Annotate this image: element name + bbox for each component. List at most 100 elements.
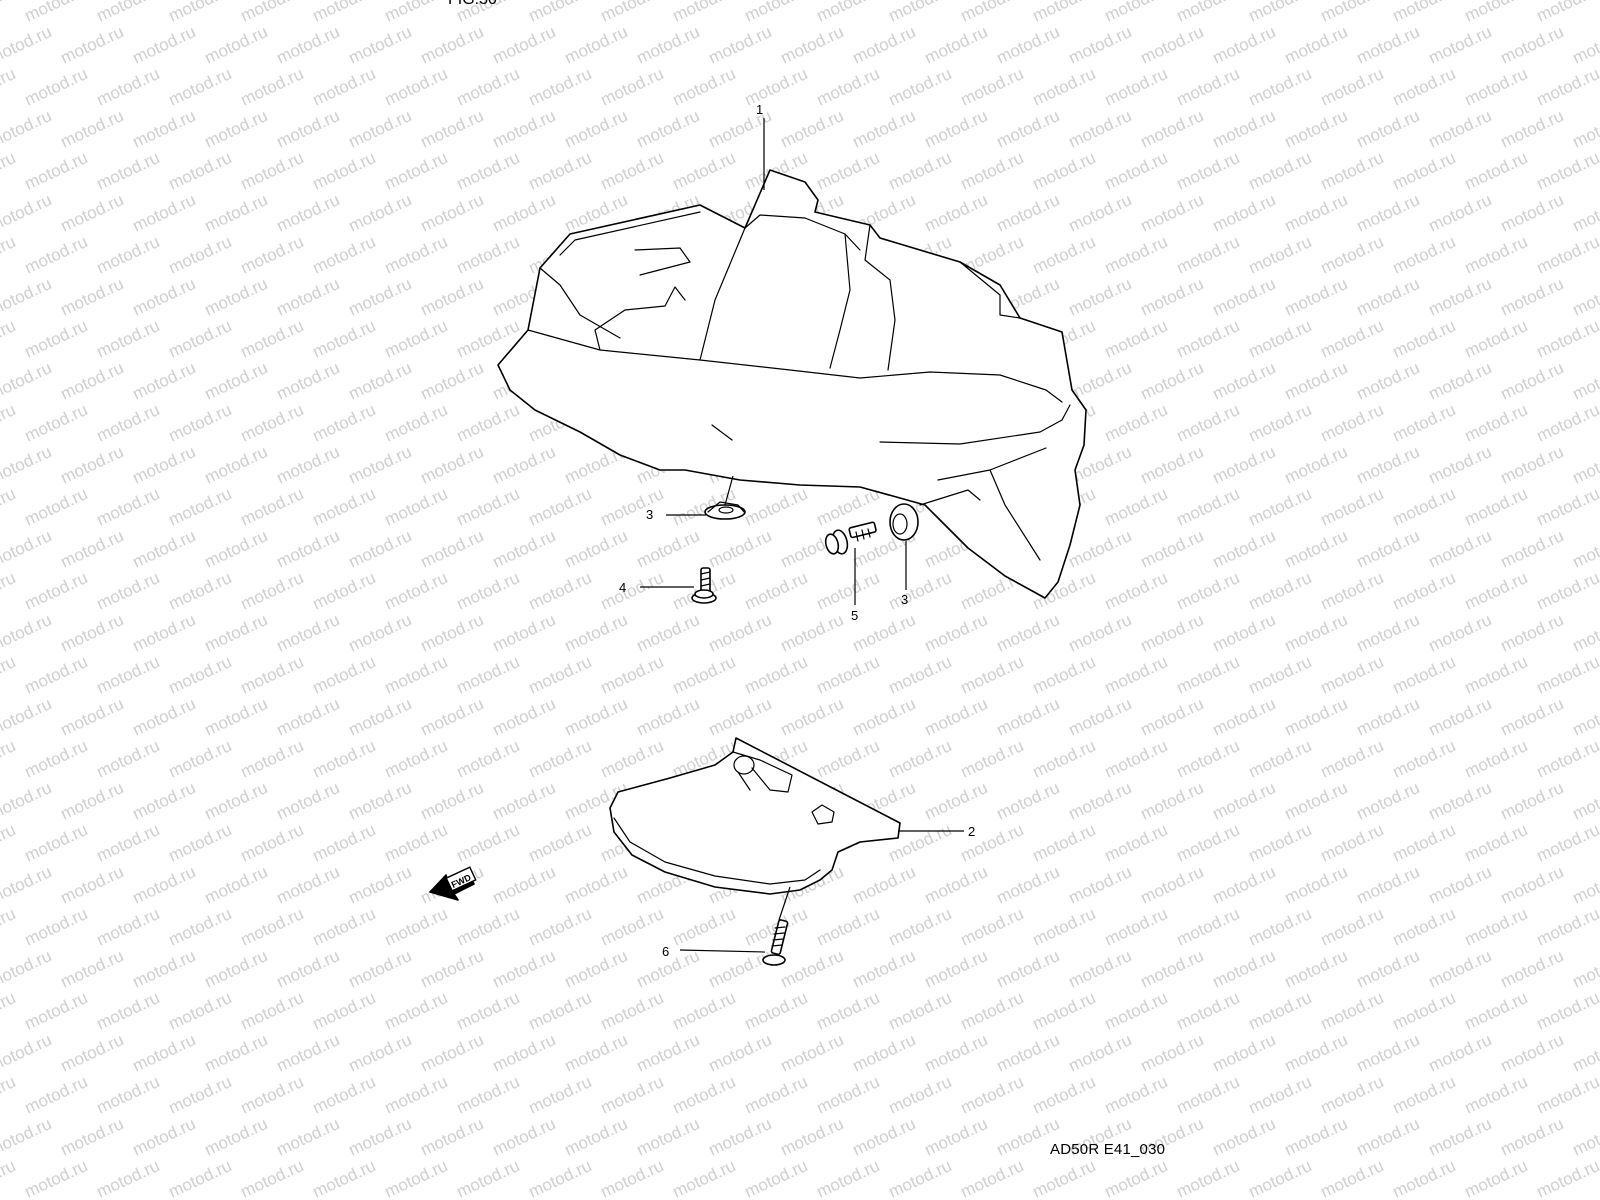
watermark-text: motod.ru: [1102, 0, 1171, 26]
watermark-text: motod.ru: [958, 1156, 1027, 1200]
watermark-text: motod.ru: [0, 106, 54, 152]
watermark-text: motod.ru: [490, 778, 559, 824]
watermark-text: motod.ru: [202, 22, 271, 68]
watermark-text: motod.ru: [778, 106, 847, 152]
watermark-text: motod.ru: [418, 190, 487, 236]
watermark-text: motod.ru: [598, 0, 667, 26]
watermark-text: motod.ru: [94, 736, 163, 782]
watermark-text: motod.ru: [310, 148, 379, 194]
watermark-text: motod.ru: [1354, 22, 1423, 68]
watermark-text: motod.ru: [1174, 232, 1243, 278]
watermark-text: motod.ru: [22, 400, 91, 446]
watermark-text: motod.ru: [1462, 1156, 1531, 1200]
watermark-text: motod.ru: [310, 316, 379, 362]
watermark-text: motod.ru: [94, 316, 163, 362]
callout-4: 4: [619, 580, 626, 595]
watermark-text: motod.ru: [1570, 1030, 1600, 1076]
watermark-text: motod.ru: [922, 1114, 991, 1160]
watermark-text: motod.ru: [742, 0, 811, 26]
watermark-text: motod.ru: [526, 1072, 595, 1118]
watermark-text: motod.ru: [454, 1156, 523, 1200]
watermark-text: motod.ru: [454, 820, 523, 866]
watermark-text: motod.ru: [994, 778, 1063, 824]
watermark-text: motod.ru: [1462, 652, 1531, 698]
watermark-text: motod.ru: [418, 1114, 487, 1160]
watermark-text: motod.ru: [958, 148, 1027, 194]
watermark-text: motod.ru: [274, 442, 343, 488]
watermark-text: motod.ru: [526, 820, 595, 866]
watermark-text: motod.ru: [22, 568, 91, 614]
watermark-text: motod.ru: [1426, 1114, 1495, 1160]
watermark-text: motod.ru: [0, 610, 54, 656]
watermark-text: motod.ru: [1426, 778, 1495, 824]
watermark-text: motod.ru: [886, 568, 955, 614]
watermark-text: motod.ru: [94, 0, 163, 26]
watermark-text: motod.ru: [346, 1114, 415, 1160]
watermark-text: motod.ru: [1426, 190, 1495, 236]
watermark-text: motod.ru: [1390, 736, 1459, 782]
watermark-text: motod.ru: [382, 652, 451, 698]
watermark-text: motod.ru: [778, 22, 847, 68]
watermark-text: motod.ru: [1282, 778, 1351, 824]
watermark-text: motod.ru: [1462, 232, 1531, 278]
watermark-text: motod.ru: [202, 106, 271, 152]
watermark-text: motod.ru: [886, 988, 955, 1034]
watermark-text: motod.ru: [1102, 652, 1171, 698]
watermark-text: motod.ru: [1066, 694, 1135, 740]
watermark-text: motod.ru: [922, 106, 991, 152]
watermark-text: motod.ru: [490, 946, 559, 992]
watermark-text: motod.ru: [202, 862, 271, 908]
watermark-text: motod.ru: [1390, 568, 1459, 614]
watermark-text: motod.ru: [238, 988, 307, 1034]
watermark-text: motod.ru: [346, 694, 415, 740]
watermark-text: motod.ru: [1174, 652, 1243, 698]
watermark-text: motod.ru: [310, 484, 379, 530]
watermark-text: motod.ru: [886, 64, 955, 110]
watermark-text: motod.ru: [1534, 820, 1600, 866]
watermark-text: motod.ru: [0, 1114, 54, 1160]
watermark-text: motod.ru: [1102, 1156, 1171, 1200]
watermark-text: motod.ru: [1354, 358, 1423, 404]
watermark-text: motod.ru: [814, 988, 883, 1034]
watermark-text: motod.ru: [418, 610, 487, 656]
watermark-text: motod.ru: [1174, 1156, 1243, 1200]
watermark-text: motod.ru: [94, 1072, 163, 1118]
watermark-text: motod.ru: [238, 232, 307, 278]
watermark-text: motod.ru: [598, 1072, 667, 1118]
watermark-text: motod.ru: [202, 946, 271, 992]
part-4-screw: [691, 567, 717, 604]
watermark-text: motod.ru: [562, 610, 631, 656]
watermark-text: motod.ru: [1570, 694, 1600, 740]
watermark-text: motod.ru: [598, 148, 667, 194]
watermark-text: motod.ru: [490, 1030, 559, 1076]
watermark-text: motod.ru: [1282, 358, 1351, 404]
watermark-text: motod.ru: [814, 1072, 883, 1118]
watermark-text: motod.ru: [166, 484, 235, 530]
watermark-text: motod.ru: [526, 148, 595, 194]
watermark-text: motod.ru: [1534, 400, 1600, 446]
watermark-text: motod.ru: [1570, 442, 1600, 488]
watermark-text: motod.ru: [58, 190, 127, 236]
watermark-text: motod.ru: [1282, 946, 1351, 992]
watermark-text: motod.ru: [1102, 568, 1171, 614]
watermark-text: motod.ru: [1066, 1030, 1135, 1076]
watermark-text: motod.ru: [634, 1030, 703, 1076]
watermark-text: motod.ru: [1462, 1072, 1531, 1118]
watermark-text: motod.ru: [1534, 1156, 1600, 1200]
watermark-text: motod.ru: [346, 358, 415, 404]
watermark-text: motod.ru: [166, 232, 235, 278]
watermark-text: motod.ru: [1318, 64, 1387, 110]
watermark-text: motod.ru: [1138, 526, 1207, 572]
watermark-text: motod.ru: [274, 1114, 343, 1160]
watermark-text: motod.ru: [1030, 148, 1099, 194]
watermark-text: motod.ru: [1498, 106, 1567, 152]
watermark-text: motod.ru: [1354, 274, 1423, 320]
watermark-text: motod.ru: [0, 652, 18, 698]
watermark-text: motod.ru: [166, 988, 235, 1034]
watermark-text: motod.ru: [418, 442, 487, 488]
watermark-text: motod.ru: [346, 442, 415, 488]
watermark-text: motod.ru: [1246, 232, 1315, 278]
watermark-text: motod.ru: [418, 358, 487, 404]
watermark-text: motod.ru: [94, 904, 163, 950]
watermark-text: motod.ru: [346, 274, 415, 320]
